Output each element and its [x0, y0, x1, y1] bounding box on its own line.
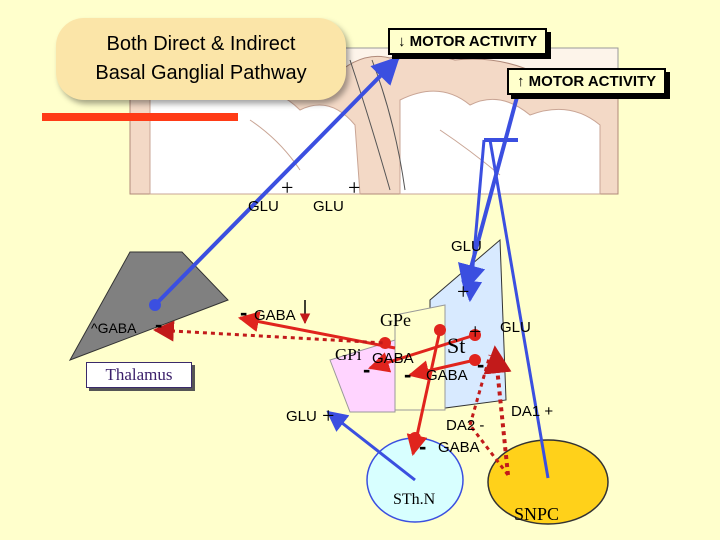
st-node-1 [469, 329, 481, 341]
snpc-to-da2-line [468, 424, 510, 476]
minus-sign-gaba-st: - [404, 362, 412, 387]
gpe-label: GPe [380, 310, 411, 330]
arrow-down-icon: ↓ [398, 33, 406, 50]
motor-activity-up-box: ↑ MOTOR ACTIVITY [507, 68, 667, 95]
snpc-to-cortex-line [488, 139, 550, 479]
cortex-to-st-arrow [461, 139, 486, 303]
motor-up-text: MOTOR ACTIVITY [528, 73, 657, 90]
sthn-label: STh.N [393, 491, 436, 508]
minus-sign-gaba-top: - [240, 300, 248, 325]
gaba-top-label: GABA [254, 307, 296, 324]
glu-label-1: GLU [248, 198, 279, 215]
gaba-thalamus-label: ^GABA [91, 320, 137, 336]
gpi-to-thalamus-dotted [152, 320, 386, 345]
st-label: St [447, 333, 466, 358]
gaba-sthn-label: GABA [438, 439, 480, 456]
title-line-2: Basal Ganglial Pathway [95, 62, 307, 84]
sthn-to-gpi-arrow [326, 410, 416, 482]
title-line-1: Both Direct & Indirect [106, 33, 296, 55]
st-node-2 [469, 354, 481, 366]
plus-sign-glu-1: + [281, 175, 294, 200]
minus-sign-thalamus: - [155, 312, 163, 337]
motor-activity-down-box: ↓ MOTOR ACTIVITY [388, 28, 548, 55]
dopamine-pathways [152, 320, 512, 476]
glu-label-3: GLU [451, 238, 482, 255]
minus-sign-gpi: - [363, 357, 371, 382]
sthn-node [409, 432, 421, 444]
gpi-to-thalamus-arrow [237, 311, 396, 350]
plus-sign-glu-2: + [348, 175, 361, 200]
excitatory-pathways [149, 56, 550, 482]
minus-sign-st: - [477, 352, 485, 377]
snpc-label: SNPC [514, 504, 560, 524]
gpi-label: GPi [335, 345, 362, 364]
thalamus-shape [68, 251, 229, 361]
st-to-gpe-arrow [407, 358, 476, 381]
title-underline [42, 113, 238, 121]
plus-sign-glu-3: + [457, 279, 470, 304]
glu-label-5: GLU [286, 408, 317, 425]
da1-label: DA1 + [511, 403, 554, 420]
gaba-st-label: GABA [426, 367, 468, 384]
thalamus-to-cortex-arrow [153, 56, 400, 307]
glu-label-4: GLU [500, 319, 531, 336]
snpc-to-st-da1-arrow [483, 345, 512, 476]
gaba-gpi-label: GABA [372, 350, 414, 367]
glu-label-2: GLU [313, 198, 344, 215]
st-to-gpi-arrow [367, 333, 476, 373]
plus-sign-glu-4: + [469, 319, 482, 344]
motor-down-text: MOTOR ACTIVITY [409, 33, 538, 50]
gpe-node [434, 324, 446, 336]
minus-sign-sthn: - [419, 434, 427, 459]
arrow-up-icon: ↑ [517, 73, 525, 90]
plus-sign-glu-5: + [322, 403, 335, 428]
gpi-node [379, 337, 391, 349]
thalamus-node [149, 299, 161, 311]
thalamus-label: Thalamus [86, 362, 192, 388]
title-bubble: Both Direct & Indirect Basal Ganglial Pa… [56, 18, 346, 100]
da2-label: DA2 - [446, 417, 485, 434]
snpc-ellipse [487, 439, 609, 525]
